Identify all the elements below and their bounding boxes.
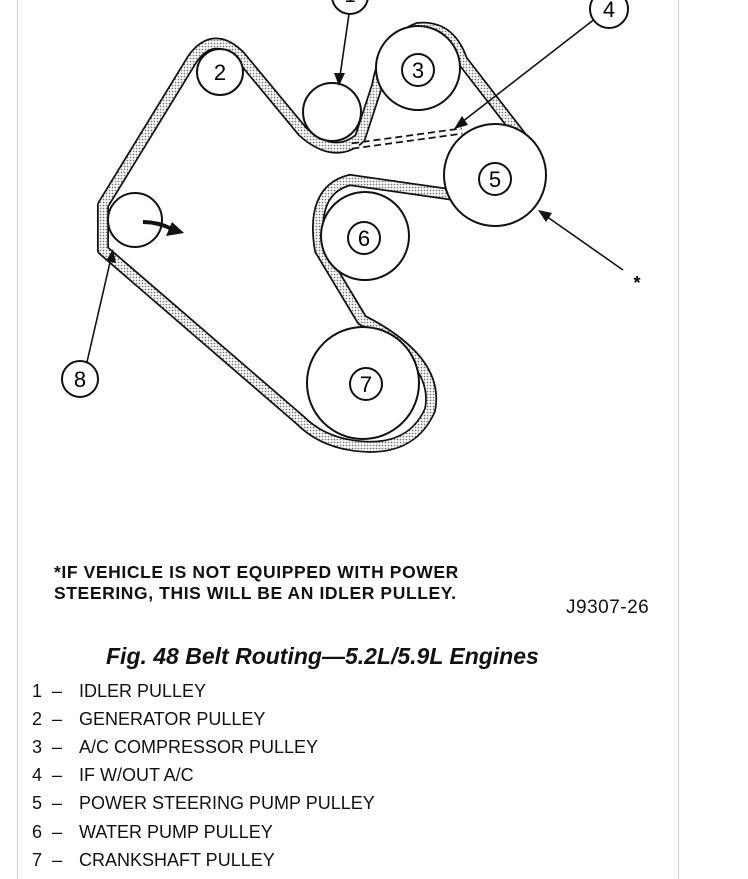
figure-id: J9307-26 (566, 597, 650, 618)
callout-5: 5 (478, 162, 512, 196)
legend-label: GENERATOR PULLEY (79, 708, 266, 729)
note-line-1: *IF VEHICLE IS NOT EQUIPPED WITH POWER (54, 562, 459, 582)
callout-8: 8 (61, 360, 99, 398)
callout-7: 7 (349, 367, 383, 401)
legend-label: WATER PUMP PULLEY (79, 821, 273, 842)
callout-4: 4 (589, 0, 629, 29)
rotation-arrow-icon (142, 220, 184, 236)
callout-6: 6 (347, 221, 381, 255)
power-steering-note: *IF VEHICLE IS NOT EQUIPPED WITH POWER S… (54, 562, 614, 604)
legend-item: 3–A/C COMPRESSOR PULLEY (32, 736, 319, 757)
page-border-left (17, 0, 18, 879)
svg-text:1: 1 (344, 0, 355, 7)
legend-label: POWER STEERING PUMP PULLEY (79, 793, 375, 814)
alternate-belt-dashed (351, 127, 463, 150)
serpentine-belt (97, 21, 536, 453)
svg-text:5: 5 (489, 167, 501, 192)
belt-routing-diagram: 1 2 3 4 5 6 7 8 * (61, 0, 641, 453)
callout-2: 2 (214, 60, 226, 85)
legend-item: 1–IDLER PULLEY (32, 680, 207, 701)
svg-text:7: 7 (360, 372, 372, 397)
pulley-2-generator (196, 48, 244, 96)
svg-text:3: 3 (412, 58, 424, 83)
figure-caption: Fig. 48 Belt Routing—5.2L/5.9L Engines (106, 643, 539, 669)
leader-arrow-1 (334, 13, 350, 86)
legend-item: 2–GENERATOR PULLEY (32, 708, 266, 729)
svg-text:2: 2 (214, 60, 226, 85)
legend-item: 4–IF W/OUT A/C (32, 765, 194, 786)
pulley-1-idler (302, 82, 362, 142)
legend-label: CRANKSHAFT PULLEY (79, 849, 275, 870)
leader-arrow-8 (86, 249, 116, 363)
callout-3: 3 (401, 53, 435, 87)
legend-label: IDLER PULLEY (79, 680, 207, 701)
legend-label: IF W/OUT A/C (79, 765, 194, 786)
svg-text:6: 6 (358, 226, 370, 251)
page-border-right (678, 0, 679, 879)
legend-item: 6–WATER PUMP PULLEY (32, 821, 273, 842)
legend-label: A/C COMPRESSOR PULLEY (79, 736, 319, 757)
svg-text:4: 4 (603, 0, 615, 22)
leader-arrow-4 (454, 17, 597, 129)
callout-1: 1 (331, 0, 369, 15)
asterisk-marker: * (633, 273, 640, 293)
legend-list: 1–IDLER PULLEY 2–GENERATOR PULLEY 3–A/C … (32, 677, 375, 874)
svg-text:8: 8 (74, 367, 86, 392)
pulley-8-tensioner (107, 192, 163, 248)
note-line-2: STEERING, THIS WILL BE AN IDLER PULLEY. (54, 583, 457, 603)
legend-item: 7–CRANKSHAFT PULLEY (32, 849, 275, 870)
legend-item: 5–POWER STEERING PUMP PULLEY (32, 793, 375, 814)
leader-arrow-5 (538, 210, 624, 271)
